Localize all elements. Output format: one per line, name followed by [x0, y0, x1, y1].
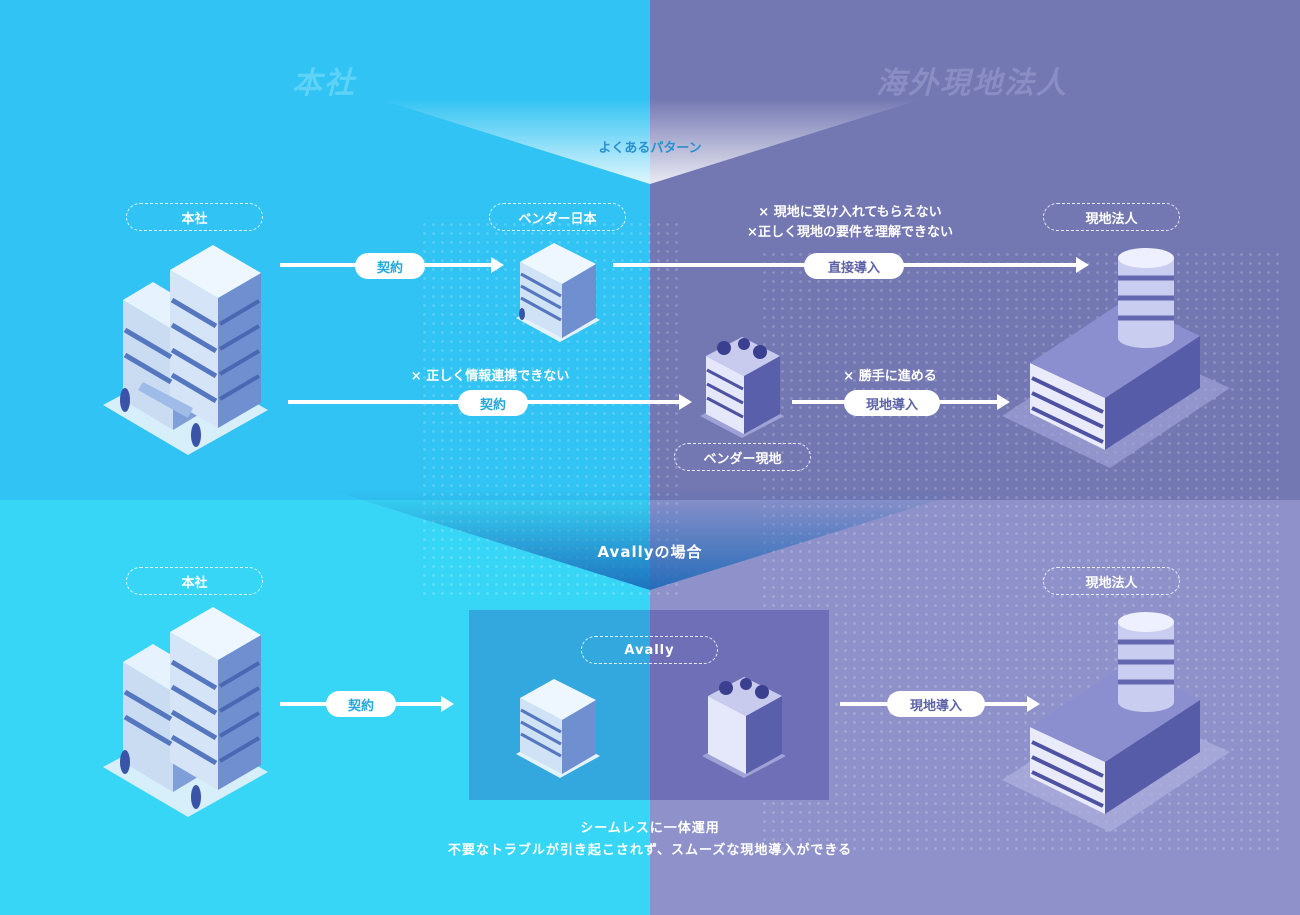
vendor-japan-building-icon: [516, 243, 600, 342]
info-issue: × 正しく情報連携できない: [410, 369, 570, 384]
contract-tag-3: 契約: [326, 691, 396, 717]
local-intro-tag-2: 現地導入: [887, 691, 985, 717]
hq-title: 本社: [292, 66, 356, 101]
vendor-japan-node: ベンダー日本: [489, 203, 626, 231]
avally-pattern-label: Avallyの場合: [597, 543, 703, 561]
direct-issue-2: ×正しく現地の要件を理解できない: [747, 225, 953, 240]
local-corp-building-icon-bottom: [1002, 612, 1230, 832]
caption-line-2: 不要なトラブルが引き起こされず、スムーズな現地導入ができる: [447, 843, 853, 858]
local-corp-node-top: 現地法人: [1043, 203, 1180, 231]
direct-issue-1: × 現地に受け入れてもらえない: [758, 205, 942, 220]
avally-node: Avally: [581, 636, 718, 664]
hq-node-bottom: 本社: [126, 567, 263, 595]
common-pattern-funnel: [375, 98, 925, 184]
avally-funnel: [330, 490, 970, 590]
direct-intro-tag: 直接導入: [804, 253, 904, 279]
self-issue: × 勝手に進める: [843, 369, 937, 384]
local-corp-node-bottom: 現地法人: [1043, 567, 1180, 595]
local-corp-building-icon: [1002, 248, 1230, 468]
hq-building-icon: [103, 245, 268, 455]
hq-node-top: 本社: [126, 203, 263, 231]
overseas-title: 海外現地法人: [876, 66, 1068, 101]
caption-line-1: シームレスに一体運用: [580, 821, 720, 836]
common-pattern-label: よくあるパターン: [598, 141, 702, 156]
vendor-local-building-icon: [700, 337, 784, 438]
hq-building-icon-bottom: [103, 607, 268, 817]
contract-tag-2: 契約: [458, 390, 528, 416]
avally-japan-building-icon: [516, 679, 600, 778]
vendor-local-node: ベンダー現地: [674, 443, 811, 471]
avally-local-building-icon: [702, 677, 786, 778]
contract-tag-1: 契約: [355, 253, 425, 279]
local-intro-tag-1: 現地導入: [844, 390, 940, 416]
funnel-graphics: [330, 98, 970, 590]
